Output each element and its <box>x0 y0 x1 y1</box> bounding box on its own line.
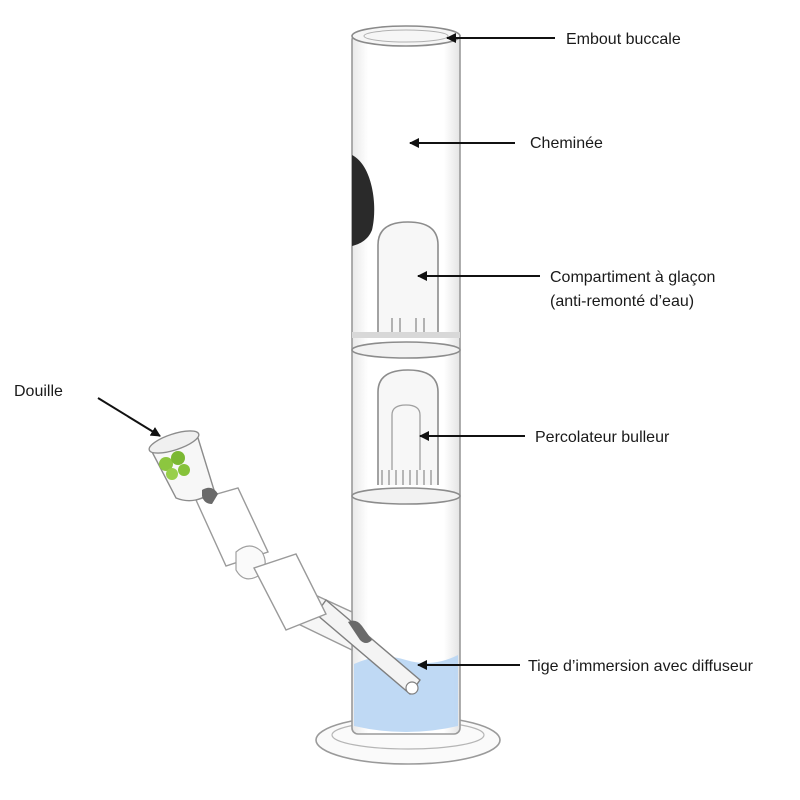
label-percolator: Percolateur bulleur <box>535 429 670 446</box>
label-downstem: Tige d’immersion avec diffuseur <box>528 658 754 675</box>
label-chimney: Cheminée <box>530 135 603 152</box>
herb-3 <box>166 468 178 480</box>
diffuser-holes <box>405 681 419 695</box>
ice-pinch <box>352 332 460 338</box>
bowl-rim <box>148 430 200 454</box>
bowl-clip <box>202 487 218 504</box>
herb-4 <box>178 464 190 476</box>
percolator-inner <box>391 404 421 470</box>
bowl <box>148 430 218 504</box>
herb-1 <box>159 457 173 471</box>
bong-illustration <box>148 25 501 765</box>
water <box>354 655 458 732</box>
annotation-arrows <box>97 33 555 670</box>
separator-disc-2 <box>351 487 461 505</box>
downstem-clip <box>348 620 372 643</box>
separator-disc-1 <box>351 341 461 359</box>
label-ice-line2: (anti-remonté d’eau) <box>550 293 694 310</box>
herb-2 <box>171 451 185 465</box>
label-ice-line1: Compartiment à glaçon <box>550 269 715 286</box>
label-mouthpiece: Embout buccale <box>566 31 681 48</box>
percolator-slits <box>381 470 432 485</box>
adapter <box>195 487 327 631</box>
percolator-dome <box>377 369 439 485</box>
mouthpiece-rim <box>351 25 461 47</box>
ice-dome <box>377 221 439 338</box>
logo-sticker <box>352 155 375 246</box>
labels: Embout buccale Cheminée Compartiment à g… <box>14 31 754 675</box>
label-bowl: Douille <box>14 383 63 400</box>
arrow-bowl <box>97 397 161 437</box>
